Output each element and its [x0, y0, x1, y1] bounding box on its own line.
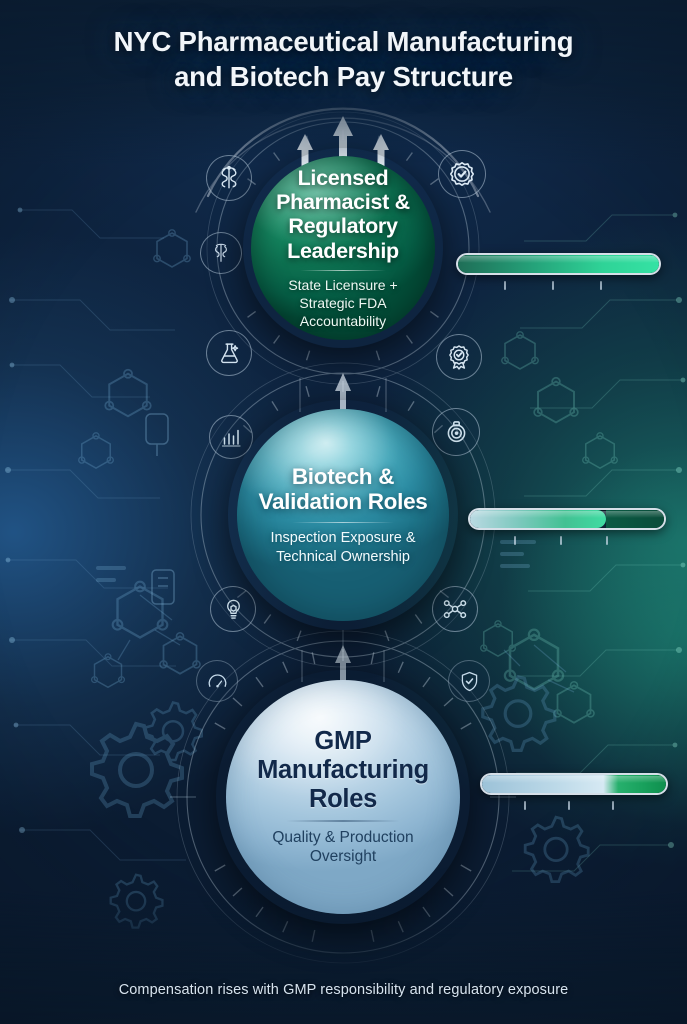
award-ribbon-icon — [436, 334, 482, 380]
pay-level-ticks-tier-3 — [480, 801, 668, 810]
molecule-icon — [432, 586, 478, 632]
tier-2-divider — [292, 521, 394, 524]
microscope-target-icon — [432, 408, 480, 456]
tier-1-core: Licensed Pharmacist & Regulatory Leaders… — [251, 156, 435, 340]
pay-level-ticks-tier-1 — [456, 281, 661, 290]
pay-level-ticks-tier-2 — [468, 536, 666, 545]
tier-1-title: Licensed Pharmacist & Regulatory Leaders… — [276, 165, 410, 263]
verified-badge-icon — [438, 150, 486, 198]
tier-biotech-validation[interactable]: Biotech & Validation Roles Inspection Ex… — [228, 400, 458, 630]
flask-icon — [206, 330, 252, 376]
shield-check-icon — [448, 660, 490, 702]
pay-level-bar-tier-2 — [468, 508, 666, 530]
gauge-icon — [196, 660, 238, 702]
bar-gloss — [482, 776, 666, 783]
tier-3-core: GMP Manufacturing Roles Quality & Produc… — [226, 680, 460, 914]
pay-level-fill-tier-3 — [482, 775, 666, 793]
tier-licensed-pharmacist[interactable]: Licensed Pharmacist & Regulatory Leaders… — [243, 148, 443, 348]
pay-level-fill-tier-2 — [470, 510, 606, 528]
bar-gloss — [470, 511, 664, 518]
caduceus-small-icon — [200, 232, 242, 274]
tier-3-divider — [286, 820, 400, 822]
pay-level-track-tier-2 — [605, 510, 664, 528]
page-title-line-2: and Biotech Pay Structure — [174, 61, 513, 93]
page-title-line-1: NYC Pharmaceutical Manufacturing — [113, 26, 574, 57]
tier-2-subtitle: Inspection Exposure & Technical Ownershi… — [270, 530, 416, 565]
tier-3-subtitle: Quality & Production Oversight — [272, 828, 414, 866]
bar-gloss — [458, 256, 659, 263]
footer-caption: Compensation rises with GMP responsibili… — [118, 982, 569, 998]
tier-gmp-manufacturing[interactable]: GMP Manufacturing Roles Quality & Produc… — [216, 670, 470, 924]
lightbulb-gear-icon — [210, 586, 256, 632]
tier-2-core: Biotech & Validation Roles Inspection Ex… — [237, 409, 449, 621]
tier-2-title: Biotech & Validation Roles — [258, 464, 428, 515]
page-title: NYC Pharmaceutical Manufacturing and Bio… — [0, 24, 687, 94]
pay-level-bar-tier-3 — [480, 773, 668, 795]
tier-3-title: GMP Manufacturing Roles — [257, 727, 429, 813]
tier-1-subtitle: State Licensure + Strategic FDA Accounta… — [288, 277, 398, 329]
caduceus-icon — [206, 155, 252, 201]
pay-level-bar-tier-1 — [456, 253, 661, 275]
pay-level-fill-tier-1 — [458, 255, 659, 273]
bar-chart-icon — [209, 415, 253, 459]
tier-1-divider — [300, 269, 386, 272]
